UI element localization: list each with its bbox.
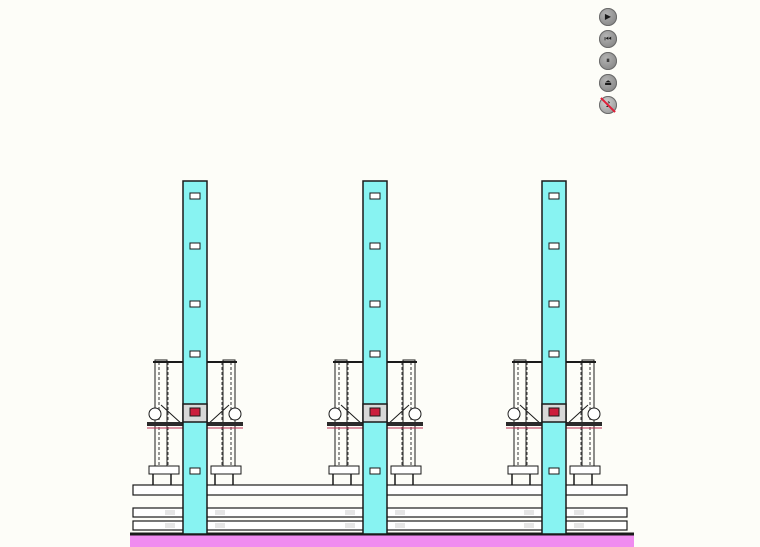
column-window [369,192,381,200]
beam-mark [395,523,405,528]
column-window [369,350,381,358]
left-brace [160,404,184,426]
right-motor [228,407,242,421]
rewind-icon: ⏮ [604,34,612,43]
right-base [569,465,601,475]
left-motor [507,407,521,421]
tower-assembly-2 [327,180,423,535]
beam-mark [165,523,175,528]
beam-mark [215,523,225,528]
column-window [189,350,201,358]
play-icon: ▶ [604,12,612,21]
column-window [189,467,201,475]
right-motor [587,407,601,421]
rewind-button[interactable]: ⏮ [599,30,617,48]
play-button[interactable]: ▶ [599,8,617,26]
left-brace [340,404,364,426]
mute-button[interactable]: ♪ [599,96,617,114]
left-motor [148,407,162,421]
left-base [148,465,180,475]
pause-button[interactable]: ⏸ [599,52,617,70]
climbing-unit-indicator [369,407,381,417]
beam-mark [574,510,584,515]
column-window [189,192,201,200]
left-motor [328,407,342,421]
column-window [189,300,201,308]
right-brace [565,404,589,426]
left-brace [519,404,543,426]
column-window [189,242,201,250]
beam-mark [345,523,355,528]
climbing-unit-indicator [548,407,560,417]
column-window [369,300,381,308]
mute-icon: ♪ [605,100,611,109]
right-motor [408,407,422,421]
right-base [390,465,422,475]
right-base [210,465,242,475]
column-window [548,350,560,358]
beam-mark [574,523,584,528]
left-base [328,465,360,475]
column-window [369,242,381,250]
right-brace [386,404,410,426]
column-window [548,192,560,200]
ground-strip [130,534,634,547]
column-window [548,242,560,250]
beam-mark [345,510,355,515]
beam-mark [215,510,225,515]
column-window [369,467,381,475]
tower-assembly-3 [506,180,602,535]
column-window [548,300,560,308]
beam-mark [524,510,534,515]
beam-mark [165,510,175,515]
left-base [507,465,539,475]
eject-button[interactable]: ⏏ [599,74,617,92]
eject-icon: ⏏ [604,78,612,87]
column-window [548,467,560,475]
climbing-unit-indicator [189,407,201,417]
pause-icon: ⏸ [606,56,610,65]
beam-mark [395,510,405,515]
beam-mark [524,523,534,528]
tower-assembly-1 [147,180,243,535]
right-brace [206,404,230,426]
